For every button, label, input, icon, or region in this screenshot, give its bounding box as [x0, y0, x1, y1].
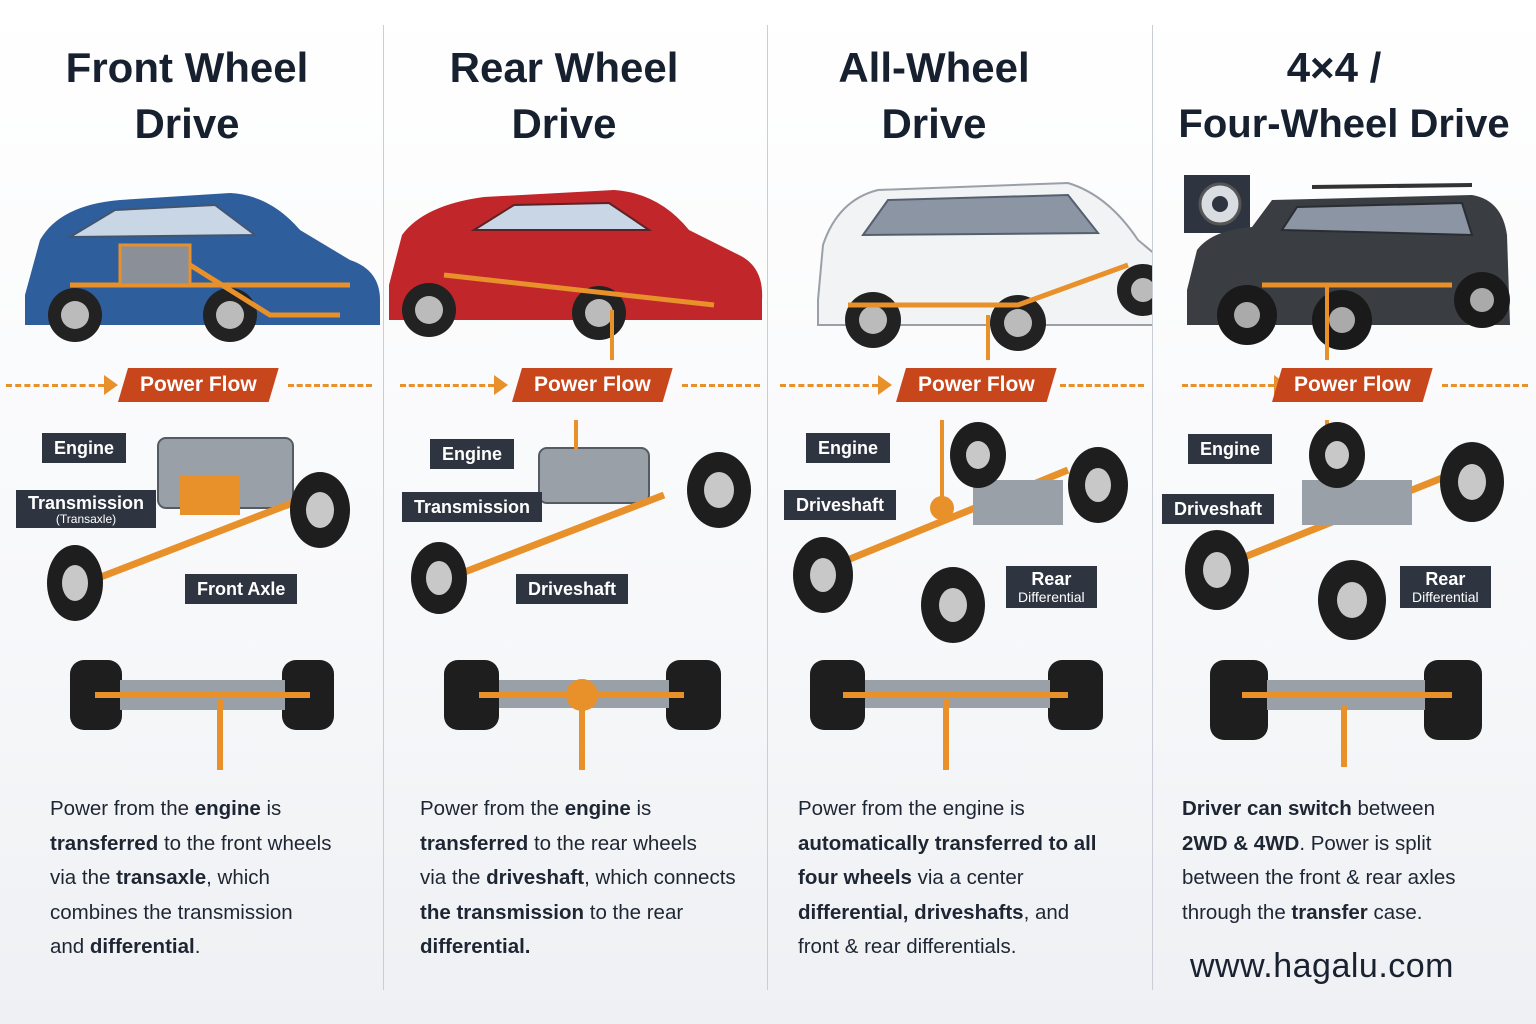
axle-icon: [810, 660, 1103, 770]
label-rear-differential: Rear Differential: [1400, 566, 1491, 608]
label-front-axle: Front Axle: [185, 574, 298, 604]
power-flow-badge: Power Flow: [1272, 368, 1433, 402]
label-driveshaft: Driveshaft: [1162, 494, 1275, 524]
car-illustration: [0, 175, 384, 365]
car-illustration: [768, 175, 1152, 365]
axle-illustration: [0, 655, 384, 775]
column-divider: [1152, 25, 1153, 990]
column-title: Rear Wheel Drive: [449, 44, 679, 147]
drivetrain-illustration: Engine Driveshaft Rear Differential: [1152, 420, 1536, 645]
label-driveshaft: Driveshaft: [784, 490, 897, 520]
offroad-suv-icon: [1184, 175, 1510, 360]
drivetrain-illustration: Engine Driveshaft Rear Differential: [768, 420, 1152, 645]
drivetrain-illustration: Engine Transmission Driveshaft: [384, 420, 768, 645]
power-flow-row: Power Flow: [0, 366, 384, 406]
label-engine: Engine: [430, 439, 515, 469]
label-driveshaft: Driveshaft: [516, 574, 629, 604]
description: Power from the engine is transferred to …: [420, 797, 736, 958]
axle-icon: [1210, 660, 1482, 767]
label-rear-differential: Rear Differential: [1006, 566, 1097, 608]
power-flow-row: Power Flow: [768, 366, 1152, 406]
description: Power from the engine is transferred to …: [50, 797, 332, 958]
sedan-car-icon: [25, 193, 380, 342]
sedan-car-icon: [389, 190, 763, 360]
label-engine: Engine: [1188, 434, 1273, 464]
column-title: Front Wheel Drive: [65, 44, 309, 147]
label-transmission: Transmission (Transaxle): [16, 490, 157, 528]
car-illustration: [1152, 175, 1536, 365]
car-illustration: [384, 175, 768, 365]
column-divider: [383, 25, 384, 990]
label-transmission: Transmission: [402, 492, 543, 522]
axle-illustration: [768, 655, 1152, 775]
column-front-wheel-drive: Front Wheel Drive Power Flow Engine Tran: [0, 0, 384, 1024]
drivetrain-icon: [1185, 420, 1504, 640]
power-flow-row: Power Flow: [1152, 366, 1536, 406]
arrow-right-icon: [104, 375, 118, 395]
column-divider: [767, 25, 768, 990]
label-engine: Engine: [42, 433, 127, 463]
description: Power from the engine is automatically t…: [798, 797, 1097, 958]
power-flow-badge: Power Flow: [118, 368, 279, 402]
label-engine: Engine: [806, 433, 891, 463]
column-all-wheel-drive: All-Wheel Drive Power Flow Eng: [768, 0, 1152, 1024]
drivetrain-icon: [47, 437, 350, 621]
axle-icon: [444, 660, 721, 770]
axle-illustration: [1152, 655, 1536, 775]
description: Driver can switch between 2WD & 4WD. Pow…: [1182, 797, 1456, 924]
drivetrain-illustration: Engine Transmission (Transaxle) Front Ax…: [0, 420, 384, 645]
drivetrain-icon: [793, 420, 1128, 643]
power-flow-badge: Power Flow: [896, 368, 1057, 402]
column-rear-wheel-drive: Rear Wheel Drive Power Flow Engine Trans…: [384, 0, 768, 1024]
axle-icon: [70, 660, 334, 770]
drivetrain-icon: [411, 420, 751, 614]
arrow-right-icon: [878, 375, 892, 395]
column-four-wheel-drive: 4×4 / Four-Wheel Drive Power Flow: [1152, 0, 1536, 1024]
footer-url[interactable]: www.hagalu.com: [1190, 947, 1455, 985]
power-flow-row: Power Flow: [384, 366, 768, 406]
column-title: All-Wheel Drive: [838, 44, 1030, 147]
axle-illustration: [384, 655, 768, 775]
suv-car-icon: [817, 181, 1152, 360]
power-flow-badge: Power Flow: [512, 368, 673, 402]
arrow-right-icon: [494, 375, 508, 395]
column-title: 4×4 / Four-Wheel Drive: [1178, 44, 1510, 146]
